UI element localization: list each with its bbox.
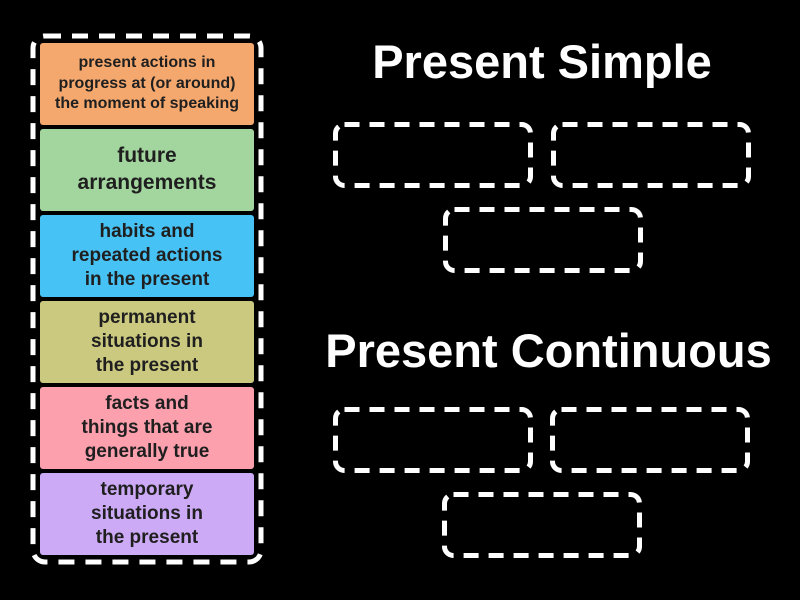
category-title-present-simple: Present Simple [372,35,712,88]
items-tray-list: present actions in progress at (or aroun… [40,43,254,555]
slot-dashed-outline [443,207,643,273]
drop-slot-present-simple-1[interactable] [333,122,533,188]
drop-slot-present-continuous-3[interactable] [442,492,642,558]
drop-slot-present-simple-3[interactable] [443,207,643,273]
item-card[interactable]: facts and things that are generally true [40,387,254,469]
slot-dashed-outline [333,122,533,188]
drop-slot-present-continuous-2[interactable] [550,407,750,473]
drop-slot-present-continuous-1[interactable] [333,407,533,473]
category-title-present-continuous: Present Continuous [325,324,772,377]
drop-slot-present-simple-2[interactable] [551,122,751,188]
slot-dashed-outline [333,407,533,473]
item-card[interactable]: future arrangements [40,129,254,211]
slot-dashed-outline [442,492,642,558]
slot-dashed-outline [550,407,750,473]
item-card[interactable]: temporary situations in the present [40,473,254,555]
items-tray: present actions in progress at (or aroun… [30,33,264,565]
slot-dashed-outline [551,122,751,188]
item-card[interactable]: habits and repeated actions in the prese… [40,215,254,297]
item-card[interactable]: present actions in progress at (or aroun… [40,43,254,125]
item-card[interactable]: permanent situations in the present [40,301,254,383]
